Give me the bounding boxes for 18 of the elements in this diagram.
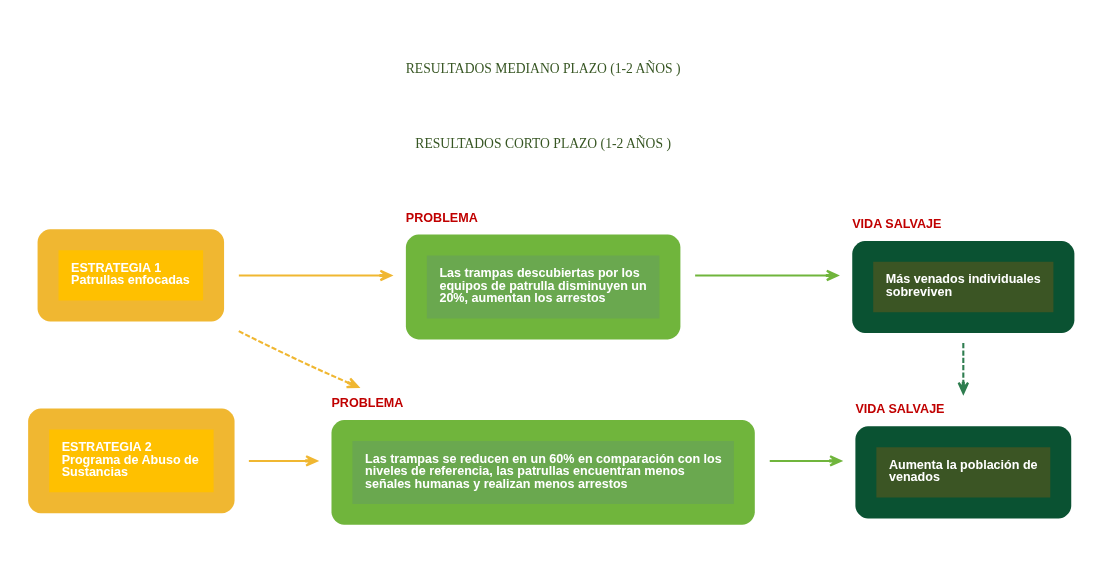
arrow <box>238 330 360 389</box>
arrow <box>248 455 318 467</box>
arrow <box>238 269 392 282</box>
node-label: PROBLEMA <box>331 396 404 411</box>
node-label: VIDA SALVAJE <box>855 402 945 417</box>
node-box: Las trampas se reducen en un 60% en comparación con los niveles de referencia, las patrullas encuentran menos señales humanas y realizan menos arrestos <box>331 420 755 525</box>
label: RESULTADOS CORTO PLAZO (1-2 AÑOS ) <box>415 136 671 152</box>
node-box: ESTRATEGIA 2 Programa de Abuso de Sustancias <box>28 408 235 514</box>
arrow <box>769 455 842 467</box>
label: RESULTADOS MEDIANO PLAZO (1-2 AÑOS ) <box>405 60 681 76</box>
node-box: ESTRATEGIA 1 Patrullas enfocadas <box>37 229 225 322</box>
arrow <box>957 343 970 395</box>
node-box: Las trampas descubiertas por los equipos de patrulla disminuyen un 20%, aumentan los arrestos <box>405 234 681 340</box>
node-label: PROBLEMA <box>405 210 478 225</box>
node-box: Aumenta la población de venados <box>855 426 1072 519</box>
arrow <box>695 269 839 282</box>
node-label: VIDA SALVAJE <box>852 216 942 231</box>
node-box: Más venados individuales sobreviven <box>852 240 1075 334</box>
